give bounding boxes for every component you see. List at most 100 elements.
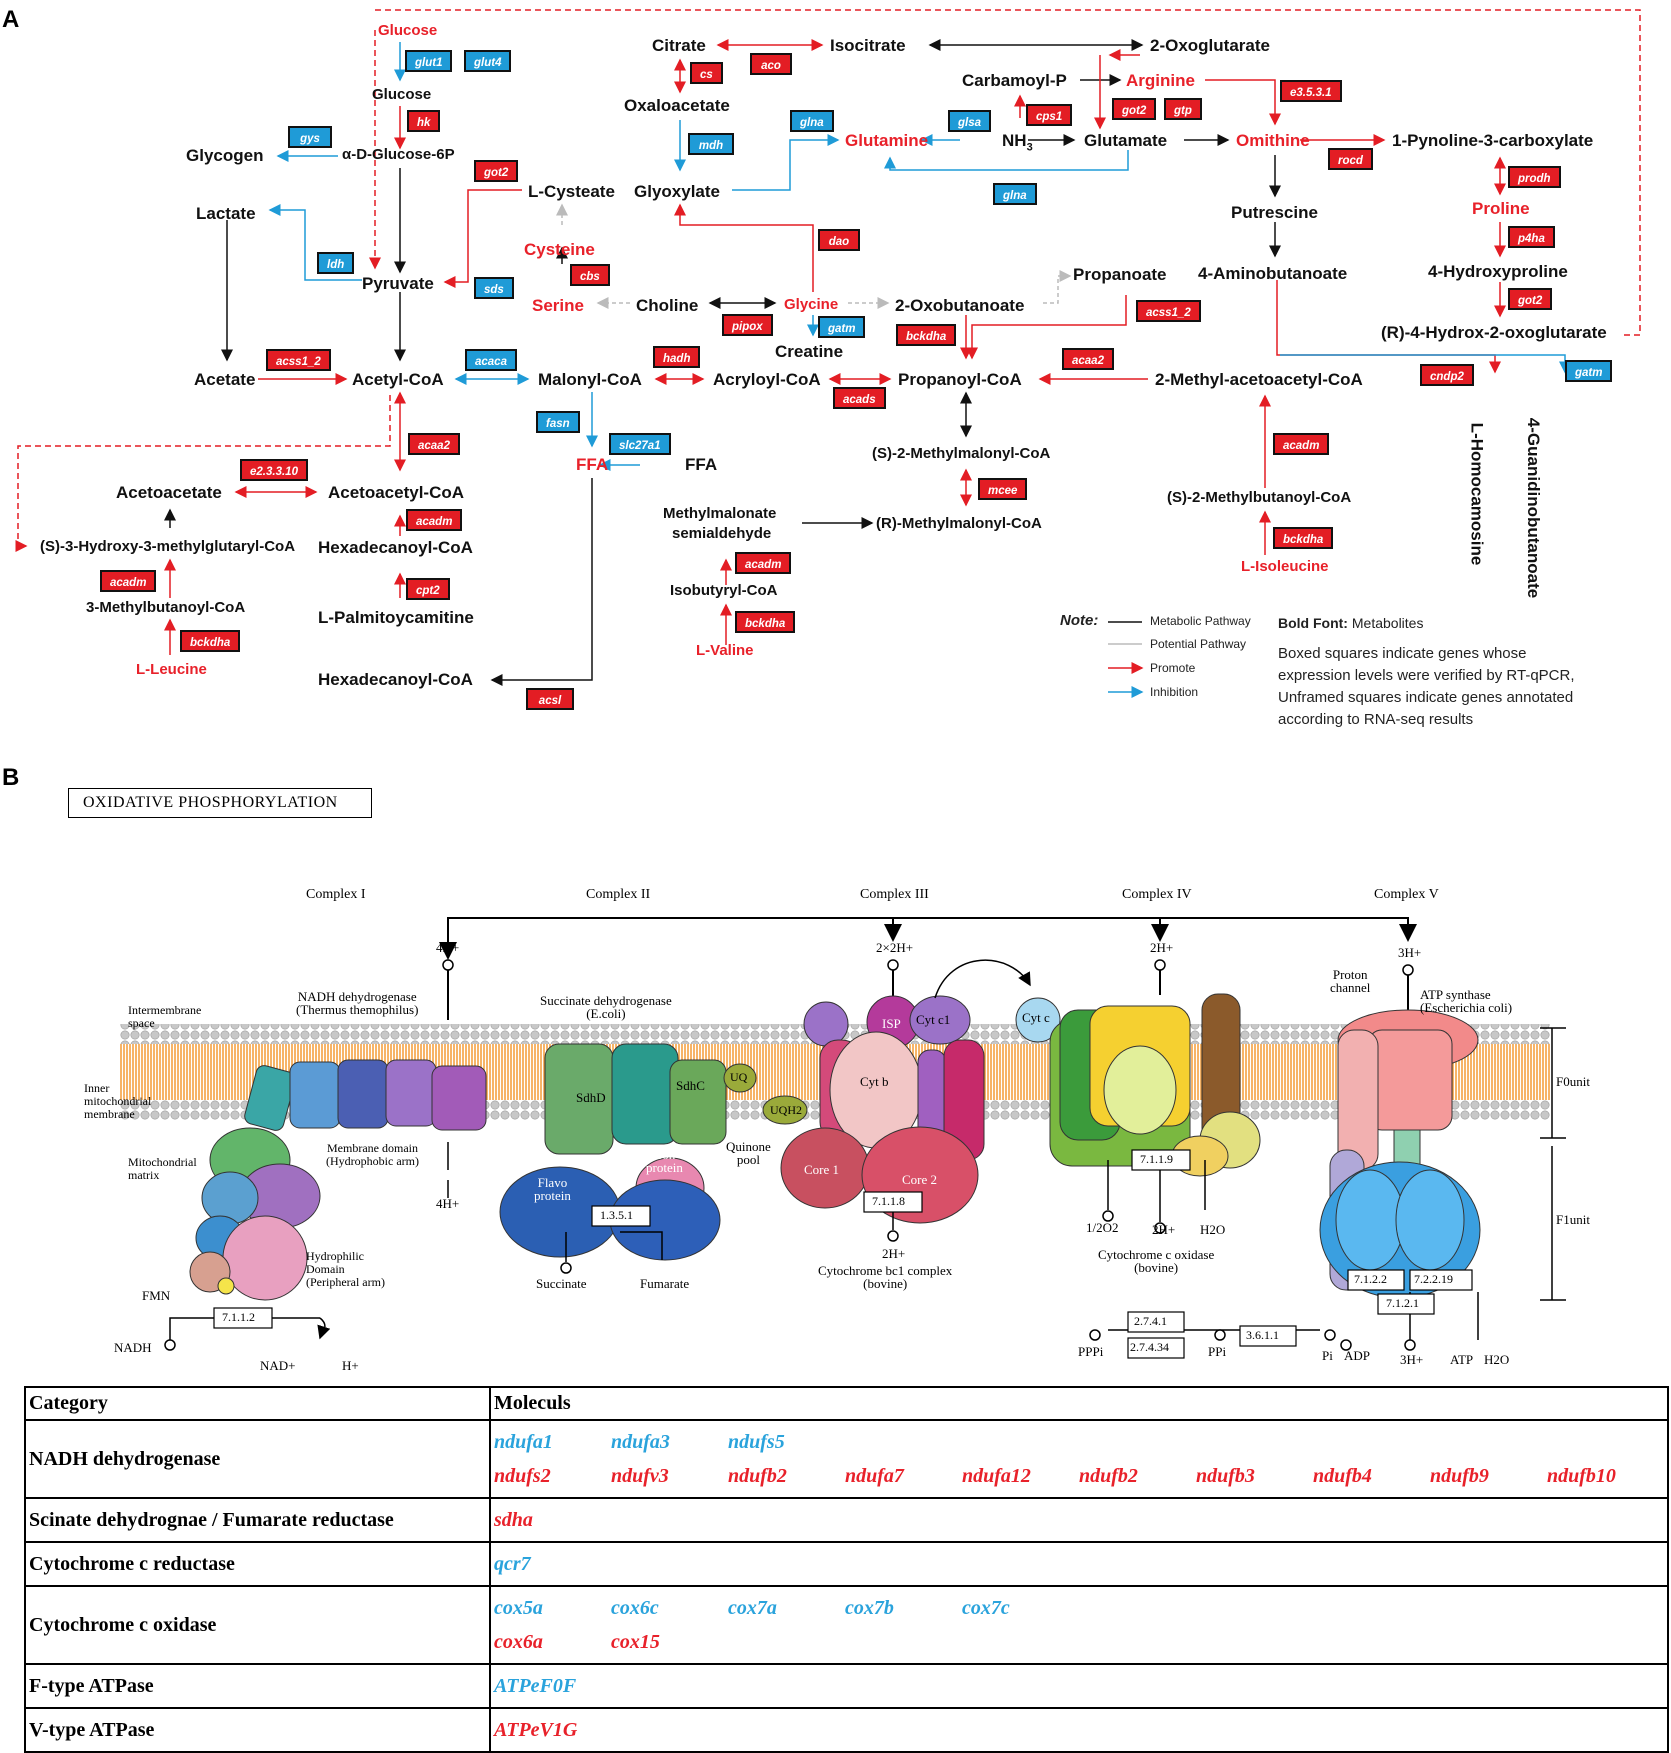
uqh2-label: UQH2 (770, 1103, 802, 1117)
metabolite-glutamate: Glutamate (1084, 131, 1168, 150)
core-2-label: Core 2 (902, 1172, 938, 1187)
complex-iii-label: Complex III (860, 887, 929, 902)
gene-hadh: hadh (653, 346, 701, 368)
complex-iv-label: Complex IV (1122, 887, 1192, 902)
gene-acss1-2-a: acss1_2 (1136, 300, 1201, 322)
category-cell: Cytochrome c oxidase (24, 1585, 491, 1665)
gene-glsa: glsa (948, 110, 992, 132)
metabolite-glycine: Glycine (784, 296, 839, 313)
molecule-name: ndufb10 (1547, 1464, 1616, 1487)
molecules-cell: ATPeF0F (489, 1663, 1669, 1709)
gene-prodh: prodh (1508, 166, 1561, 188)
gene-acads: acads (833, 387, 886, 409)
metabolite-cysteine: Cysteine (524, 240, 595, 259)
h-plus-label: H+ (342, 1358, 359, 1373)
gene-bckdha-d: bckdha (1273, 527, 1334, 549)
h-plus-4-top: 4H+ (436, 940, 460, 955)
h-plus-4-bottom: 4H+ (436, 1196, 460, 1211)
ec-2-7-4-34: 2.7.4.34 (1130, 1340, 1169, 1354)
ec-3-6-1-1: 3.6.1.1 (1246, 1328, 1279, 1342)
complex-ii-label: Complex II (586, 887, 651, 902)
category-cell: V-type ATPase (24, 1707, 491, 1753)
molecule-name: ndufa12 (962, 1464, 1031, 1487)
legend-boxed-2: expression levels were verified by RT-qP… (1278, 667, 1575, 684)
metabolite-carbamoyl-p: Carbamoyl-P (962, 71, 1067, 90)
gene-gatm-b: gatm (1565, 360, 1613, 382)
metabolite-methylbutanoyl-coa: 3-Methylbutanoyl-CoA (86, 599, 246, 616)
ec-7-2-2-19: 7.2.2.19 (1414, 1272, 1453, 1286)
gene-cndp2: cndp2 (1420, 364, 1474, 386)
gene-ldh: ldh (317, 252, 355, 274)
nadh-dehydrogenase-label: NADH dehydrogenase(Thermus themophilus) (296, 989, 419, 1017)
metabolite-acryloyl-coa: Acryloyl-CoA (713, 370, 821, 389)
molecules-cell: qcr7 (489, 1541, 1669, 1587)
gene-mdh: mdh (688, 133, 734, 155)
metabolite-hydroxyproline: 4-Hydroxyproline (1428, 262, 1568, 281)
gene-gtp: gtp (1164, 98, 1202, 120)
category-cell: Scinate dehydrognae / Fumarate reductase (24, 1497, 491, 1543)
isp-label: ISP (882, 1016, 901, 1031)
adp-label: ADP (1344, 1348, 1371, 1363)
gene-glut1: glut1 (405, 50, 453, 72)
gene-rocd: rocd (1328, 148, 1373, 170)
panel-a-label: A (2, 6, 20, 33)
metabolite-oxobutanoate: 2-Oxobutanoate (895, 296, 1025, 315)
header-category: Category (24, 1386, 491, 1421)
gene-cps1: cps1 (1026, 104, 1073, 126)
molecule-name: ATPeF0F (494, 1674, 577, 1697)
gene-gatm-a: gatm (818, 316, 866, 338)
cyt-c-label: Cyt c (1022, 1010, 1050, 1025)
gene-bckdha-a: bckdha (896, 324, 957, 346)
molecule-name: ndufs5 (728, 1430, 785, 1453)
h-plus-3-top: 3H+ (1398, 945, 1422, 960)
metabolite-msa-line2: semialdehyde (672, 525, 772, 542)
metabolite-l-palmitoylcarnitine: L-Palmitoycamitine (318, 608, 474, 627)
molecule-name: ndufs2 (494, 1464, 551, 1487)
ec-1-3-5-1: 1.3.5.1 (600, 1208, 633, 1222)
metabolite-s-methylbutanoyl-coa: (S)-2-Methylbutanoyl-CoA (1167, 489, 1352, 506)
metabolite-ornithine: Omithine (1236, 131, 1310, 150)
category-cell: F-type ATPase (24, 1663, 491, 1709)
molecule-name: cox15 (611, 1630, 660, 1653)
metabolite-isocitrate: Isocitrate (830, 36, 906, 55)
panel-b-label: B (2, 764, 20, 791)
metabolite-hmg-coa: (S)-3-Hydroxy-3-methylglutaryl-CoA (40, 538, 296, 555)
succinate-label: Succinate (536, 1276, 587, 1291)
ppi-label: PPi (1208, 1344, 1227, 1359)
atp-synthase-label: ATP synthase(Escherichia coli) (1420, 987, 1513, 1015)
gene-mcee: mcee (978, 478, 1028, 500)
gene-got2-c: got2 (1508, 288, 1553, 310)
metabolite-nh3: NH3 (1002, 131, 1033, 154)
h-plus-2-bottom-iv: 2H+ (1152, 1222, 1176, 1237)
cyt-c1-label: Cyt c1 (916, 1012, 951, 1027)
metabolite-lactate: Lactate (196, 204, 256, 223)
gene-acadm-a: acadm (406, 509, 463, 531)
category-cell: Cytochrome c reductase (24, 1541, 491, 1587)
metabolite-hexadecanoyl-coa-2: Hexadecanoyl-CoA (318, 670, 473, 689)
gene-acaa2-a: acaa2 (1062, 348, 1114, 370)
molecule-name: cox7b (845, 1596, 894, 1619)
metabolite-glycogen: Glycogen (186, 146, 264, 165)
molecule-name: ndufa7 (845, 1464, 904, 1487)
gene-acadm-c: acadm (100, 570, 157, 592)
metabolite-choline: Choline (636, 296, 699, 315)
metabolite-glucose-red: Glucose (378, 22, 438, 39)
complex-v-label: Complex V (1374, 887, 1439, 902)
complex-iv-shape (1049, 993, 1261, 1177)
molecule-name: ATPeV1G (494, 1718, 578, 1741)
gene-glna-b: glna (993, 183, 1037, 205)
gene-dao: dao (818, 229, 860, 251)
gene-acadm-d: acadm (735, 552, 792, 574)
molecules-cell: sdha (489, 1497, 1669, 1543)
ec-7-1-1-9: 7.1.1.9 (1140, 1152, 1173, 1166)
membrane-domain-label: Membrane domain(Hydrophobic arm) (326, 1141, 419, 1168)
